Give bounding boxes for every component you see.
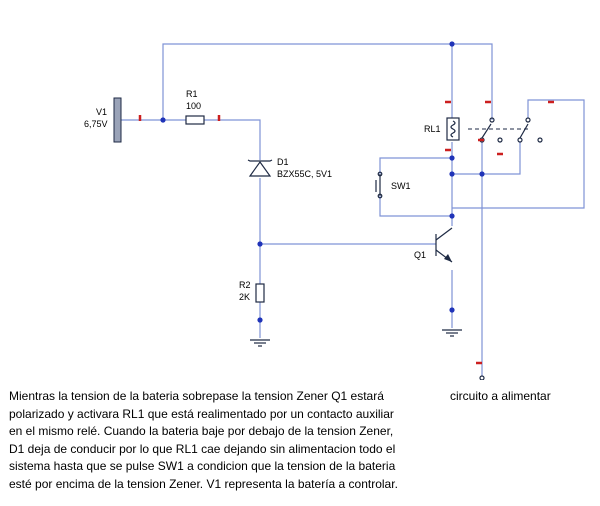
v1-value: 6,75V bbox=[84, 119, 108, 129]
r2-name: R2 bbox=[239, 280, 251, 290]
load-label: circuito a alimentar bbox=[450, 389, 551, 403]
v1-name: V1 bbox=[96, 107, 107, 117]
ground-icon bbox=[250, 329, 462, 347]
r2-value: 2K bbox=[239, 292, 250, 302]
r1-value: 100 bbox=[186, 101, 201, 111]
sw1-name: SW1 bbox=[391, 181, 411, 191]
d1-name: D1 bbox=[277, 157, 289, 167]
rl1-name: RL1 bbox=[424, 124, 441, 134]
circuit-schematic: V1 6,75V R1 100 D1 BZX55C, 5V1 R2 2K Q1 bbox=[84, 41, 585, 380]
switch-sw1: SW1 bbox=[375, 171, 411, 199]
d1-value: BZX55C, 5V1 bbox=[277, 169, 332, 179]
zener-d1: D1 BZX55C, 5V1 bbox=[247, 157, 332, 179]
resistor-r1: R1 100 bbox=[185, 89, 221, 125]
junction-nodes bbox=[160, 41, 485, 323]
relay-rl1: RL1 bbox=[424, 100, 554, 156]
wires bbox=[121, 43, 585, 376]
q1-name: Q1 bbox=[414, 250, 426, 260]
battery-v1: V1 6,75V bbox=[84, 97, 142, 143]
resistor-r2: R2 2K bbox=[239, 280, 265, 303]
r1-name: R1 bbox=[186, 89, 198, 99]
load-terminal bbox=[476, 361, 485, 380]
circuit-description: Mientras la tension de la bateria sobrep… bbox=[9, 389, 398, 491]
transistor-q1: Q1 bbox=[414, 227, 453, 263]
